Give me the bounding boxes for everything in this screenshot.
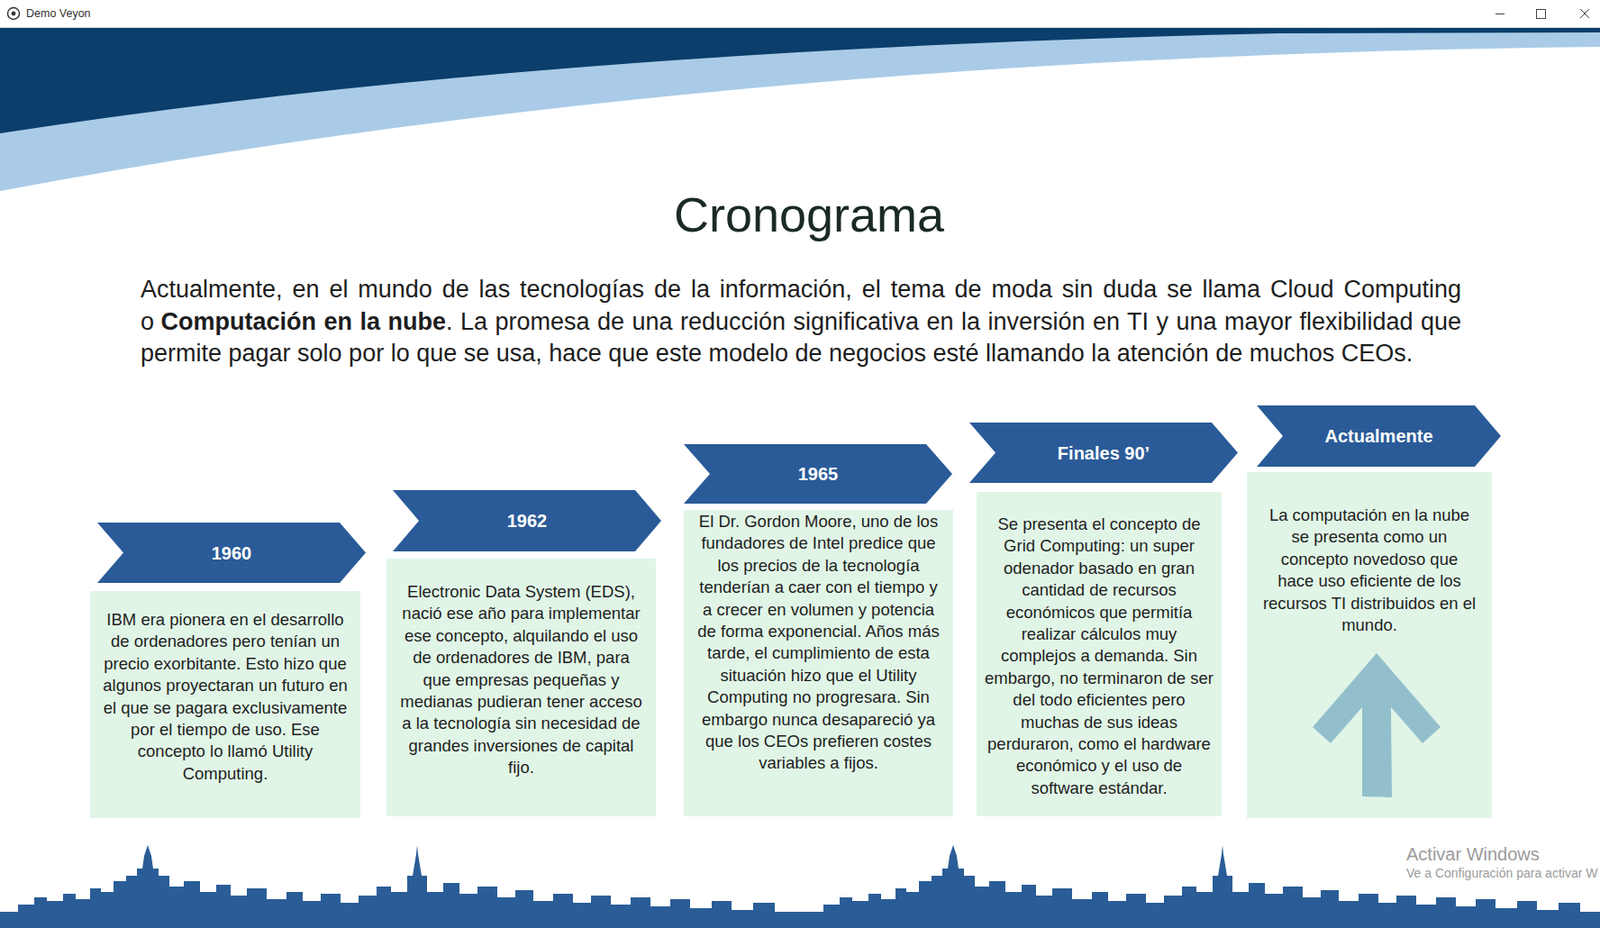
event-box: El Dr. Gordon Moore, uno de los fundador… bbox=[683, 509, 954, 817]
maximize-icon bbox=[1536, 9, 1546, 19]
close-stroke bbox=[1580, 9, 1590, 19]
chevron-fill bbox=[392, 490, 662, 552]
year-heading: Actualmente bbox=[1324, 425, 1433, 447]
app-icon-dot bbox=[11, 11, 17, 17]
event-box: Electronic Data System (EDS), nació ese … bbox=[386, 558, 656, 817]
titlebar-border bbox=[0, 27, 1600, 28]
light-swoosh bbox=[0, 27, 1600, 191]
event-box: IBM era pionera en el desarrollo de orde… bbox=[90, 590, 361, 819]
watermark-block: Activar WindowsVe a Configuración para a… bbox=[1406, 843, 1598, 882]
chevron-header: 1960 bbox=[97, 522, 366, 583]
event-description: La computación en la nube se presenta co… bbox=[1261, 504, 1478, 637]
event-description: El Dr. Gordon Moore, uno de los fundador… bbox=[696, 510, 941, 775]
window-title: Demo Veyon bbox=[26, 7, 91, 20]
city-skyline bbox=[0, 845, 808, 928]
up-arrow-shape bbox=[1312, 653, 1441, 798]
chevron-fill bbox=[1256, 405, 1501, 467]
chevron-header: 1965 bbox=[683, 444, 953, 504]
timeline-step: Finales 90’ Se presenta el concepto de Gr… bbox=[969, 422, 1238, 817]
chevron-header: Finales 90’ bbox=[969, 422, 1238, 483]
event-box: Se presenta el concepto de Grid Computin… bbox=[976, 491, 1222, 817]
close-stroke bbox=[1580, 9, 1590, 19]
slide-title: Cronograma bbox=[9, 185, 1600, 244]
chevron-fill bbox=[969, 422, 1238, 483]
event-description: Electronic Data System (EDS), nació ese … bbox=[397, 581, 646, 780]
year-heading: 1960 bbox=[211, 542, 253, 564]
event-description: Se presenta el concepto de Grid Computin… bbox=[984, 513, 1214, 800]
titlebar-text: Demo Veyon bbox=[26, 6, 91, 21]
app-icon bbox=[8, 8, 20, 20]
chevron-header: Actualmente bbox=[1256, 405, 1501, 467]
timeline-step: Actualmente La computación en la nube se … bbox=[1246, 405, 1501, 819]
app-icon-ring bbox=[8, 8, 20, 20]
intro-text-bold: Computación en la nube bbox=[161, 308, 446, 336]
activation-watermark: Ve a Configuración para activar W bbox=[1406, 864, 1598, 882]
activation-watermark: Activar Windows bbox=[1406, 843, 1598, 865]
close-icon bbox=[1580, 9, 1590, 19]
chevron-fill bbox=[683, 444, 953, 504]
window-titlebar bbox=[0, 0, 1600, 28]
year-heading: 1965 bbox=[798, 463, 839, 485]
timeline-step: 1960IBM era pionera en el desarrollo de … bbox=[90, 522, 366, 819]
chevron-fill bbox=[97, 522, 366, 583]
timeline-step: 1965 El Dr. Gordon Moore, uno de los fund… bbox=[683, 444, 954, 817]
intro-paragraph: Actualmente, en el mundo de las tecnolog… bbox=[140, 273, 1462, 371]
event-description: IBM era pionera en el desarrollo de orde… bbox=[102, 609, 348, 785]
year-heading: Finales 90’ bbox=[1057, 442, 1150, 464]
up-arrow-illustration bbox=[1312, 653, 1441, 798]
year-heading: 1962 bbox=[507, 509, 548, 532]
dark-swoosh bbox=[0, 27, 1600, 134]
event-box: La computación en la nube se presenta co… bbox=[1246, 472, 1492, 819]
timeline-step: 1962Electronic Data System (EDS), nació … bbox=[386, 490, 662, 817]
minimize-icon bbox=[1495, 13, 1505, 15]
chevron-header: 1962 bbox=[392, 490, 662, 552]
